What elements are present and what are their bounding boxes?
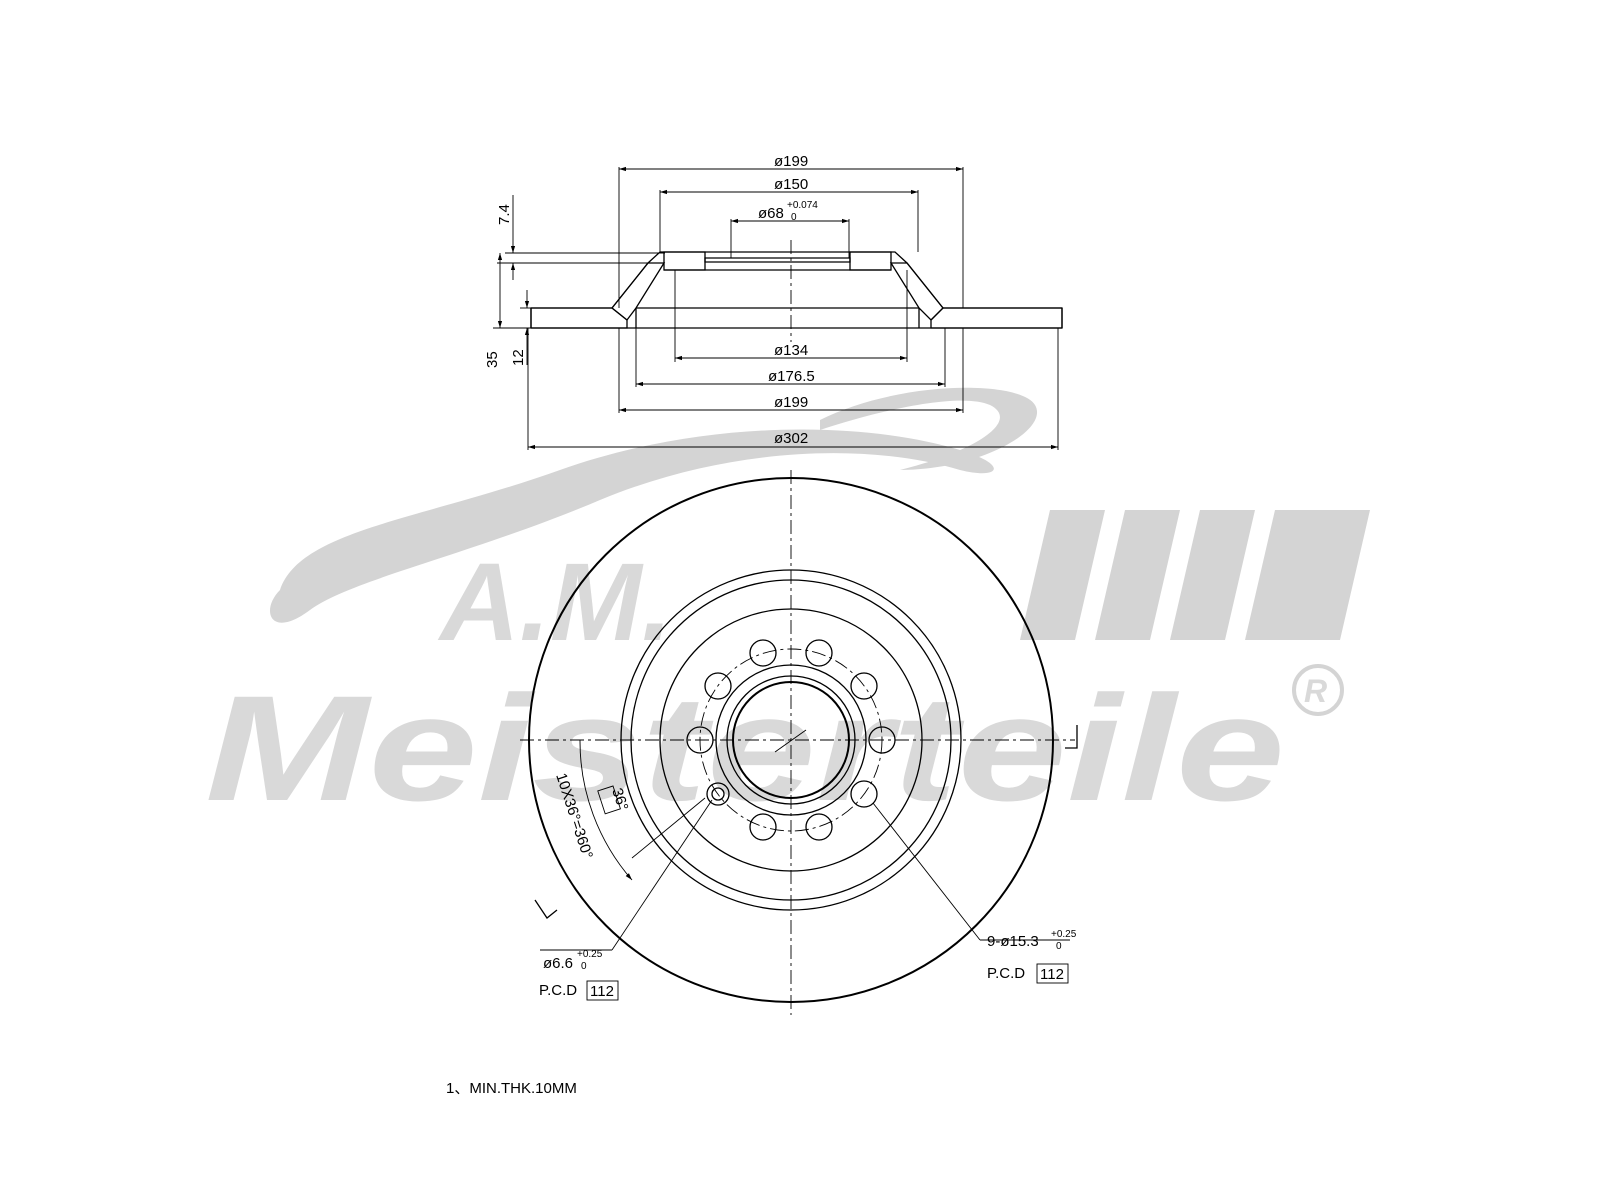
dim-d68: ø68: [758, 205, 784, 222]
section-outline: [530, 251, 1063, 329]
hat-wall: [659, 608, 923, 872]
bolt-hole: [850, 780, 878, 808]
small-hole-dia: ø6.6: [543, 955, 573, 972]
small-hole-callout: ø6.6 +0.25 0 P.C.D 112: [539, 799, 713, 1001]
bolt-hole: [805, 639, 833, 667]
bolt-hole-tol-upper: +0.25: [1051, 929, 1077, 940]
small-hole: [711, 787, 725, 801]
side-section-view: ø199 ø150 ø68 +0.074 0 ø134 ø176.5 ø199 …: [484, 153, 1063, 450]
watermark-brand-top: A.M.: [437, 541, 672, 664]
bolt-pcd-label: P.C.D: [987, 965, 1025, 982]
bolt-hole: [850, 672, 878, 700]
hat-outer-edge: [630, 579, 952, 901]
hub-face: [715, 664, 867, 816]
dimension-lines-horizontal: [527, 166, 1059, 450]
angle-box-value: 36°: [608, 786, 631, 813]
watermark: A.M. Meisterteile R: [205, 387, 1370, 832]
small-hole-outer: [706, 782, 730, 806]
friction-ring-inner: [620, 569, 962, 911]
bolt-hole-tol-lower: 0: [1056, 941, 1062, 952]
dimension-lines-vertical: [493, 195, 665, 365]
bolt-hole: [805, 813, 833, 841]
bolt-hole: [868, 726, 896, 754]
bolt-hole-spec: 9-ø15.3: [987, 933, 1039, 950]
small-pcd-label: P.C.D: [539, 982, 577, 999]
dim-d302: ø302: [774, 430, 808, 447]
bolt-hole: [704, 672, 732, 700]
bolt-hole: [686, 726, 714, 754]
outer-disc-edge: [528, 477, 1054, 1003]
watermark-brand-bottom: Meisterteile: [205, 664, 1285, 832]
bolt-holes: [686, 639, 896, 841]
small-hole-tol-lower: 0: [581, 961, 587, 972]
dim-d176: ø176.5: [768, 368, 815, 385]
small-pcd-value: 112: [590, 983, 614, 1000]
center-bore: [732, 681, 850, 799]
small-hole-tol-upper: +0.25: [577, 949, 603, 960]
dim-h35: 35: [484, 351, 501, 368]
center-bore-chamfer: [726, 675, 856, 805]
section-marker-right: [1065, 725, 1078, 749]
watermark-registered-circle: [1292, 664, 1344, 716]
watermark-bars: [1020, 510, 1370, 640]
dim-d68-tol-upper: +0.074: [787, 200, 818, 211]
dim-d150: ø150: [774, 176, 808, 193]
min-thickness-note: 1、MIN.THK.10MM: [446, 1080, 577, 1097]
bolt-pcd-circle: [699, 648, 883, 832]
bolt-hole: [749, 639, 777, 667]
section-marker-left: [534, 899, 558, 919]
dim-d68-tol-lower: 0: [791, 212, 797, 223]
bolt-hole-callout: 9-ø15.3 +0.25 0 P.C.D 112: [872, 802, 1077, 984]
dim-d199-bottom: ø199: [774, 394, 808, 411]
dim-h74: 7.4: [496, 204, 513, 225]
dim-d199-top: ø199: [774, 153, 808, 170]
dim-d134: ø134: [774, 342, 808, 359]
bolt-pcd-value: 112: [1040, 966, 1064, 983]
dim-h12: 12: [510, 349, 527, 366]
watermark-registered: R: [1304, 673, 1327, 709]
bolt-hole: [749, 813, 777, 841]
